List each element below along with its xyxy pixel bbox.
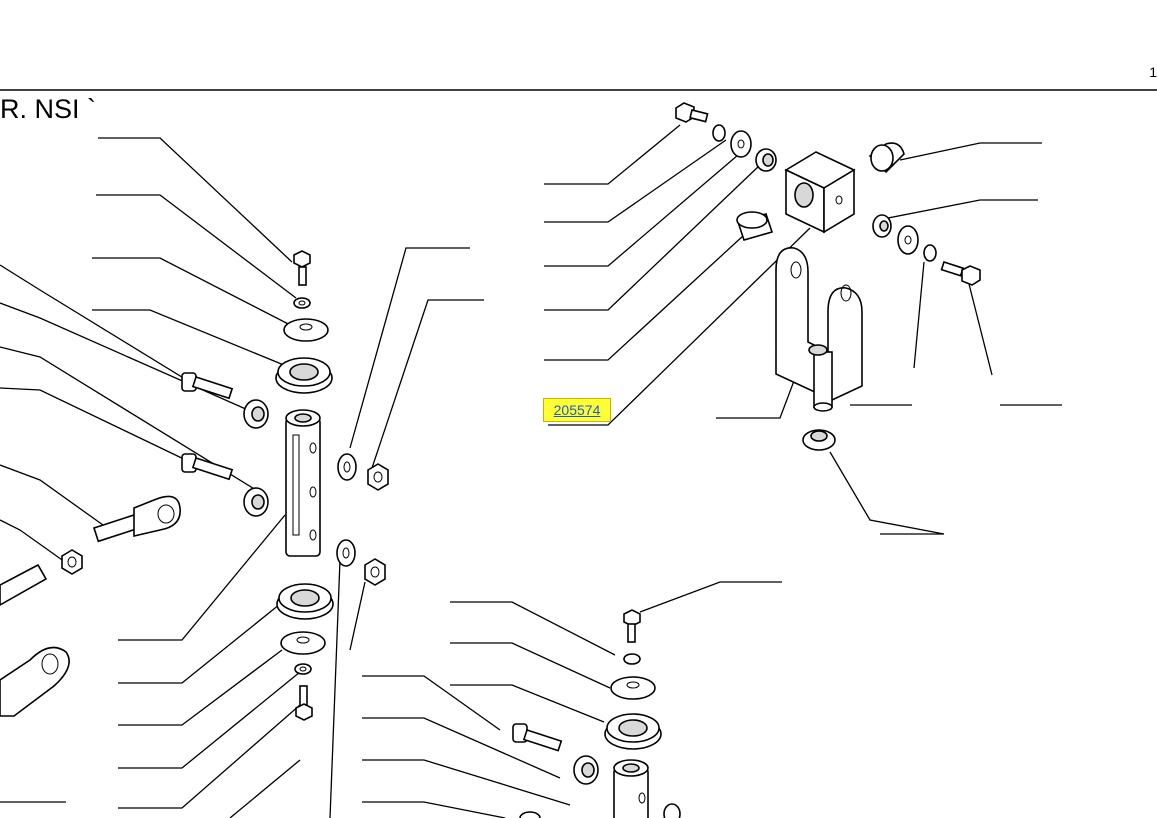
flat-washer-bottom-left — [280, 631, 326, 655]
small-bushing-top-right — [755, 148, 777, 172]
lock-washer-bottom-left — [294, 663, 312, 675]
flat-washer-top-right — [730, 130, 752, 158]
hex-bolt-lower-right — [623, 609, 641, 643]
hex-nut-left — [61, 549, 83, 575]
pin-tube-lower-right — [519, 759, 681, 818]
shoulder-bolt-left-upper — [181, 372, 234, 400]
small-bushing-mid-right — [872, 214, 892, 238]
flanged-bushing-bottom-left — [276, 583, 334, 620]
flat-washer-mid-right — [897, 225, 919, 255]
hex-bolt-top-right — [675, 102, 709, 123]
bushing-left-upper — [243, 399, 269, 429]
flat-washer-lower-right — [610, 676, 656, 700]
hex-bolt-mid-right — [940, 260, 981, 286]
clevis-yoke-right — [775, 247, 863, 412]
flat-washer-top-left — [283, 318, 329, 342]
left-assembly-leaders — [0, 137, 616, 818]
lock-washer-top-right — [712, 124, 726, 142]
flanged-bushing-lower-right — [604, 713, 662, 750]
sleeve-right — [736, 211, 774, 241]
hex-bolt-top-left — [293, 250, 311, 286]
page-number-mark: 1 — [1149, 64, 1157, 80]
pivot-block-right — [784, 151, 856, 234]
bushing-lower-right — [573, 755, 599, 785]
lock-washer-mid-right — [923, 244, 937, 262]
lock-washer-top-left — [293, 297, 311, 309]
shoulder-bolt-lower-right — [512, 723, 563, 752]
cap-bushing-right — [868, 142, 905, 174]
part-number-link-highlighted[interactable]: 205574 — [543, 398, 611, 422]
right-assembly-leaders — [544, 124, 1062, 613]
pin-tube-left — [285, 409, 321, 557]
flanged-bushing-top-left — [275, 357, 333, 394]
washers-and-nuts-center — [336, 453, 389, 586]
lock-washer-lower-right — [623, 653, 641, 665]
shoulder-bolt-left-lower — [181, 453, 234, 481]
rod-end-left — [92, 495, 181, 543]
bushing-left-lower — [243, 487, 269, 517]
arm-bracket-left — [0, 563, 70, 717]
hex-bolt-bottom-left — [295, 685, 313, 721]
flanged-bushing-bottom-right — [802, 429, 836, 451]
page-title-fragment: R. NSI ` — [0, 94, 97, 124]
